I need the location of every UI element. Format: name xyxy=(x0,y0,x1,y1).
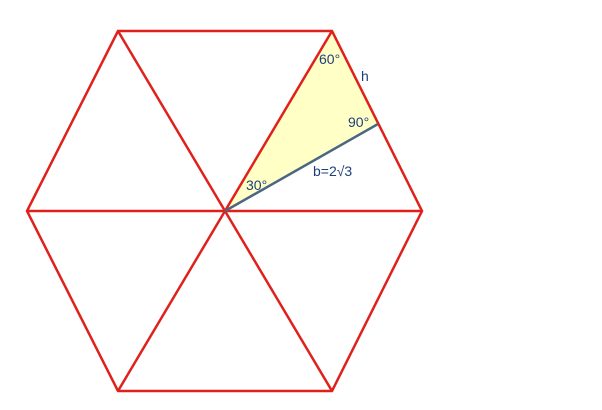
angle-label-30: 30° xyxy=(246,177,267,193)
highlighted-right-triangle xyxy=(225,31,378,211)
side-label-h: h xyxy=(361,68,369,84)
hexagon-outline xyxy=(25,29,424,393)
angle-label-90: 90° xyxy=(348,114,369,130)
spoke-to-bottom-left xyxy=(116,210,227,392)
spoke-to-top-right xyxy=(223,30,334,212)
altitude-segment-b xyxy=(224,122,379,213)
side-label-b: b=2√3 xyxy=(313,163,352,179)
spoke-to-top-left xyxy=(116,30,227,212)
spoke-to-bottom-right xyxy=(223,210,334,392)
hexagon-spokes xyxy=(27,30,422,392)
angle-label-60: 60° xyxy=(319,51,340,67)
